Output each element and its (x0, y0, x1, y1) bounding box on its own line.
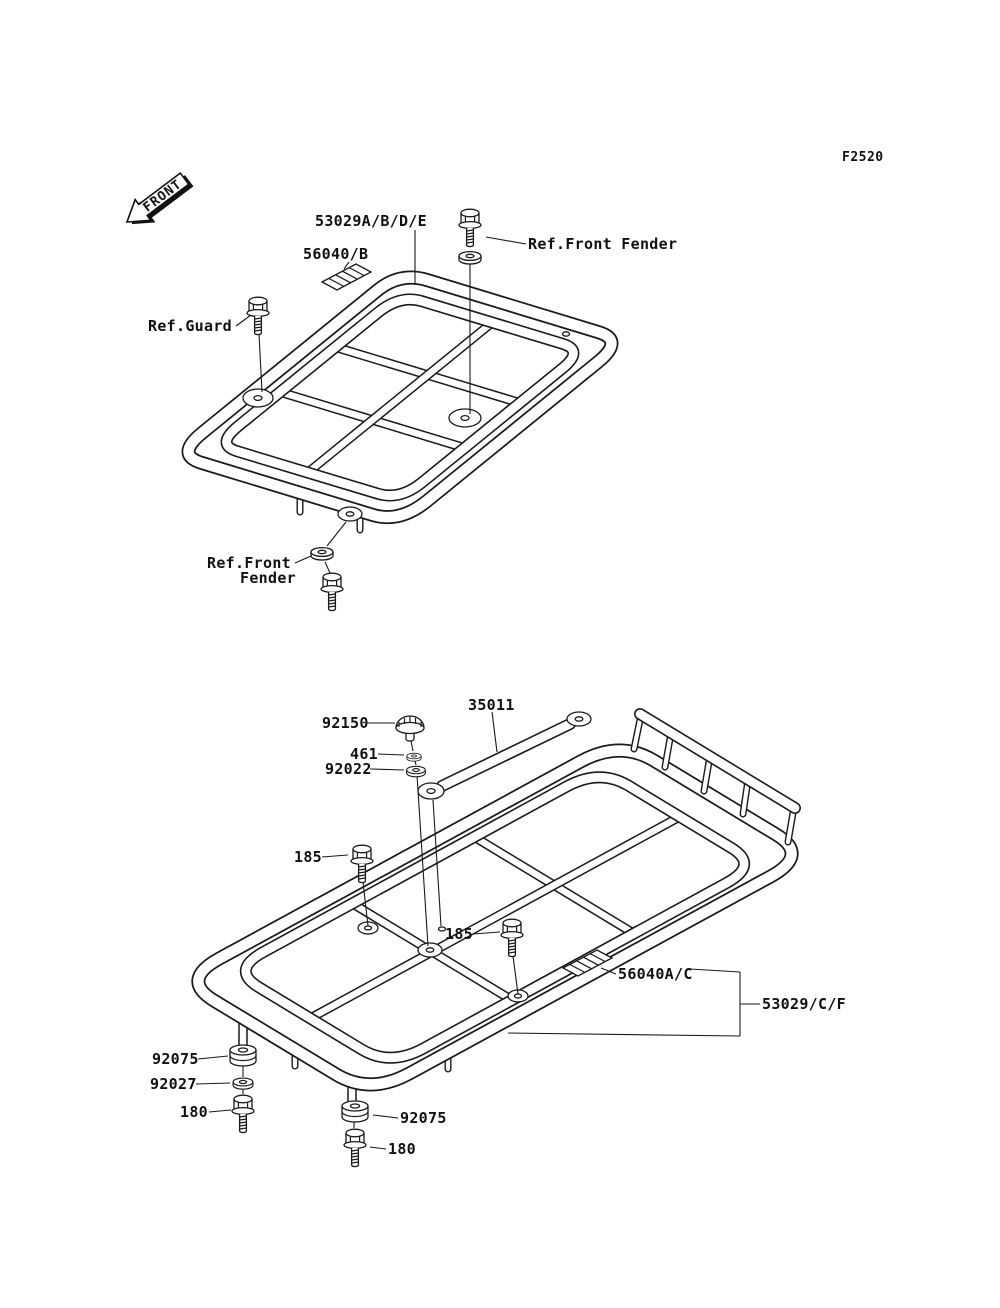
flat-washer-icon (232, 1077, 254, 1090)
part-label-35011: 35011 (468, 696, 515, 714)
knob-icon (395, 715, 425, 742)
ref-label-front-fender-2-line1: Ref.Front (207, 554, 291, 572)
part-label-180-right: 180 (388, 1140, 416, 1158)
caution-plate-56040b (320, 263, 373, 291)
flat-washer-icon (406, 765, 426, 778)
part-label-185-front: 185 (294, 848, 322, 866)
figure-code: F2520 (842, 150, 884, 165)
part-label-92022: 92022 (325, 760, 372, 778)
hex-bolt-icon (246, 296, 270, 336)
front-arrow: FRONT (125, 171, 194, 225)
leader-lines-bottom (195, 711, 760, 1150)
part-label-56040b: 56040/B (303, 245, 369, 263)
mounting-tab-fender (448, 408, 482, 428)
part-label-92075-right: 92075 (400, 1109, 447, 1127)
rear-carrier-drawing (195, 711, 795, 1168)
part-label-92027: 92027 (150, 1075, 197, 1093)
flat-washer-icon (406, 752, 422, 762)
rubber-damper-icon (341, 1100, 369, 1123)
part-label-185-rear: 185 (445, 925, 473, 943)
part-label-180-left: 180 (180, 1103, 208, 1121)
hex-bolt-icon (500, 918, 524, 958)
ref-label-guard: Ref.Guard (148, 317, 232, 335)
ref-label-front-fender: Ref.Front Fender (528, 235, 678, 253)
bolt-hole-tab (507, 989, 529, 1003)
part-label-92075-left: 92075 (152, 1050, 199, 1068)
mounting-tab-guard (242, 388, 274, 408)
hex-bolt-icon (458, 208, 482, 248)
front-carrier-drawing (189, 208, 612, 612)
mounting-tab-bottom (337, 506, 363, 522)
caution-plate-56040ac (561, 949, 614, 977)
hex-bolt-icon (343, 1128, 367, 1168)
front-arrow-icon (125, 171, 190, 223)
rim-hole (561, 331, 571, 337)
rim-hole (437, 926, 447, 932)
rubber-damper-icon (229, 1044, 257, 1067)
part-label-53029abde: 53029A/B/D/E (315, 212, 427, 230)
part-label-92150: 92150 (322, 714, 369, 732)
flat-washer-icon (458, 250, 482, 265)
flat-washer-icon (310, 546, 334, 561)
part-label-461: 461 (350, 745, 378, 763)
part-label-53029cf: 53029/C/F (762, 995, 846, 1013)
mounting-tab-knob (417, 942, 443, 958)
hex-bolt-icon (320, 572, 344, 612)
hex-bolt-icon (231, 1094, 255, 1134)
handle-bar (417, 711, 592, 800)
leader-lines-top (235, 230, 527, 574)
part-label-56040ac: 56040A/C (618, 965, 693, 983)
ref-label-front-fender-2-line2: Fender (240, 569, 296, 587)
rear-rail (630, 714, 795, 846)
